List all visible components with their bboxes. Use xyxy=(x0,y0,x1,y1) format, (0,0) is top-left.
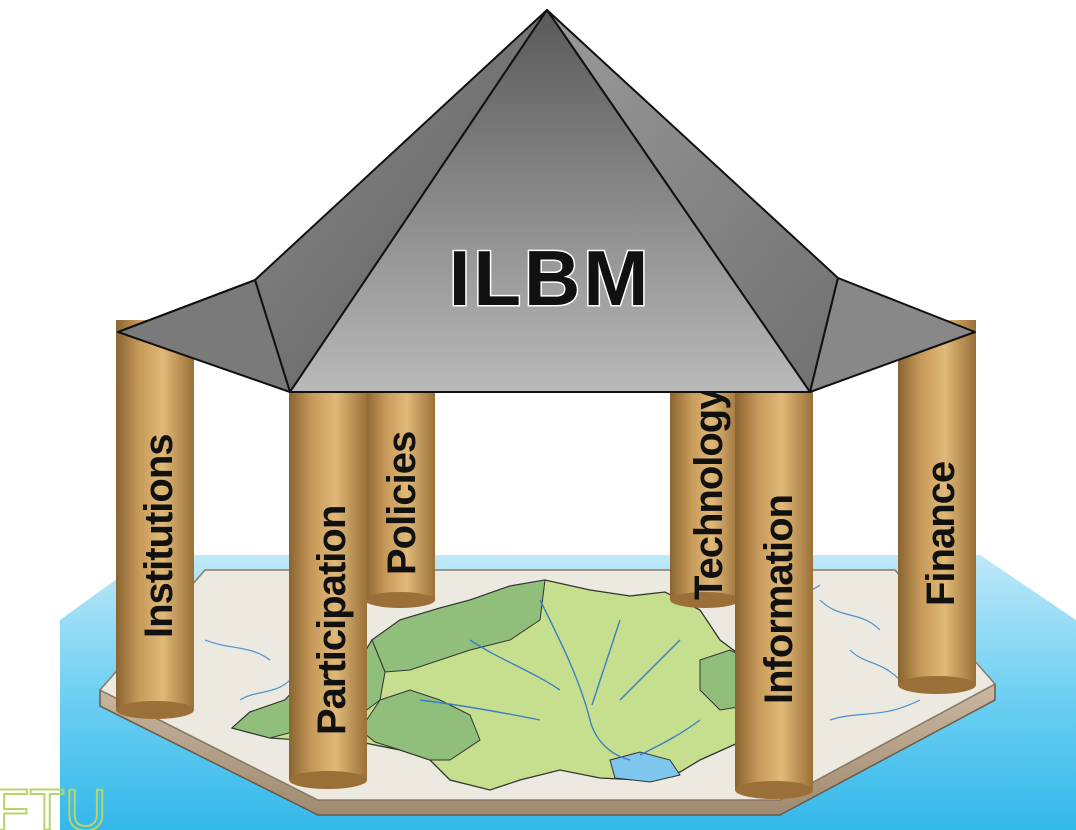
map-rivers xyxy=(204,584,921,721)
svg-text:Policies: Policies xyxy=(380,432,424,575)
pillar-policies: Policies xyxy=(365,385,435,608)
roof xyxy=(117,9,976,393)
diagram-title: ILBM xyxy=(449,234,652,322)
svg-text:Finance: Finance xyxy=(919,462,963,606)
svg-text:Participation: Participation xyxy=(310,506,354,735)
pillar-participation: Participation xyxy=(289,390,367,789)
svg-text:Institutions: Institutions xyxy=(137,434,181,638)
pillar-finance: Finance xyxy=(898,320,976,694)
pillar-information: Information xyxy=(735,390,813,799)
logo-mark: FTU xyxy=(0,778,107,830)
pillar-technology: Technology xyxy=(670,385,740,608)
svg-text:Information: Information xyxy=(757,495,801,704)
svg-text:Technology: Technology xyxy=(687,387,731,600)
pillar-institutions: Institutions xyxy=(116,320,194,719)
